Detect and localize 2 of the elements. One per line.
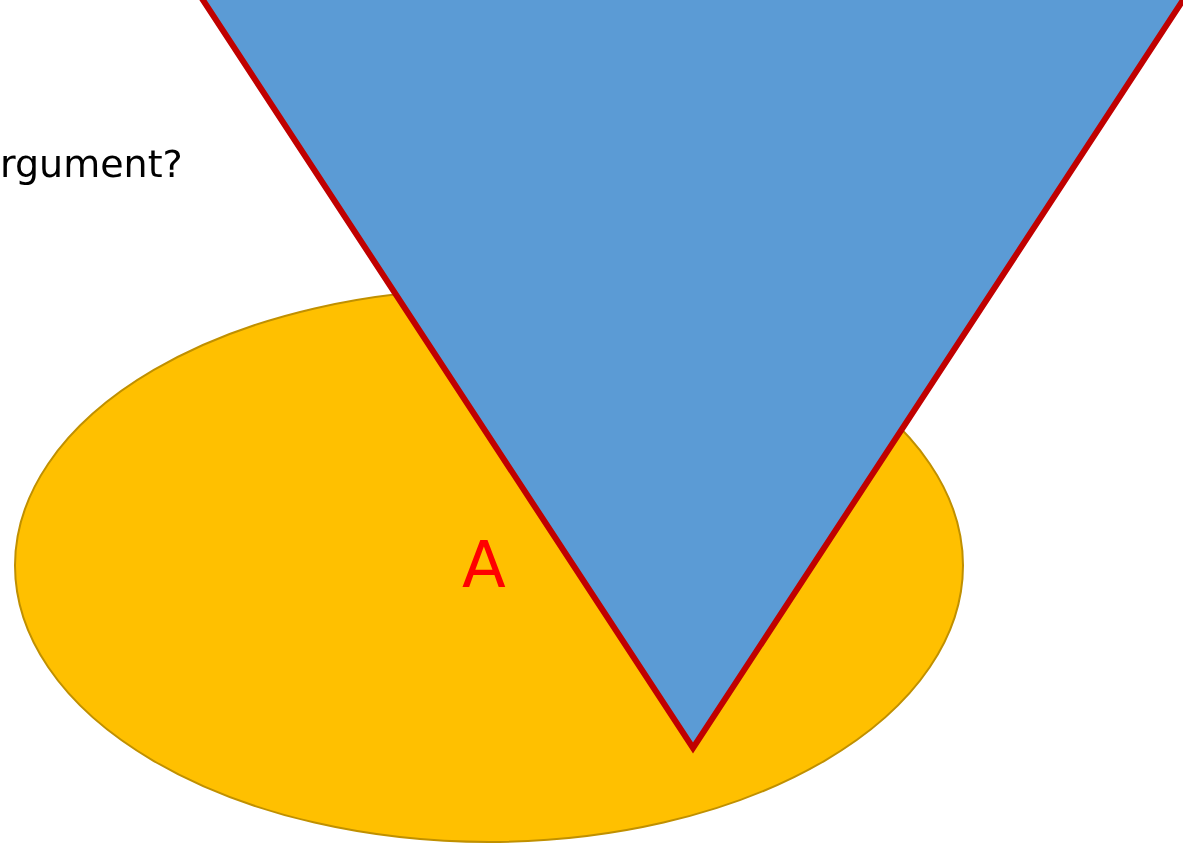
question-text: rgument? [0, 145, 183, 183]
region-label: A [462, 533, 506, 597]
